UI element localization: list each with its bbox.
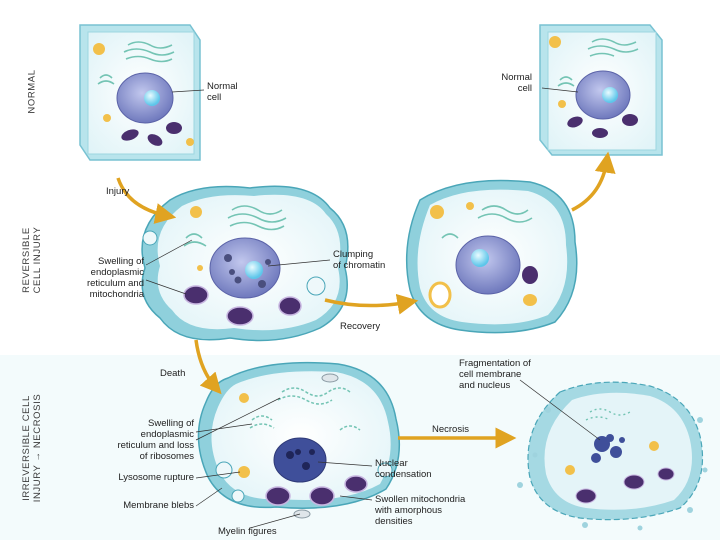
swollen-mitochondrion xyxy=(265,486,291,506)
arrow-injury xyxy=(116,177,177,224)
myelin-figure xyxy=(321,373,339,383)
mitochondrion xyxy=(522,266,538,284)
label-recovery: Recovery xyxy=(340,321,381,332)
mitochondrion xyxy=(622,114,638,126)
mitochondrion xyxy=(592,128,608,138)
lysosome xyxy=(238,466,250,478)
fragmented-nucleus xyxy=(591,434,625,463)
arrow-to-normal xyxy=(571,151,616,212)
nucleolus xyxy=(144,90,160,106)
swollen-mitochondrion xyxy=(183,285,209,305)
swollen-mitochondrion xyxy=(575,488,597,504)
swollen-mitochondrion xyxy=(278,296,302,316)
swollen-mitochondrion xyxy=(309,486,335,506)
swollen-cell xyxy=(141,185,349,342)
band-reversible xyxy=(0,175,720,355)
lipid-droplet xyxy=(466,202,474,210)
flow-arrows xyxy=(116,151,616,449)
lipid-droplet xyxy=(190,206,202,218)
lipid-droplet xyxy=(186,138,194,146)
membrane-bleb xyxy=(215,461,233,479)
er-network xyxy=(441,205,533,239)
lipid-droplet xyxy=(649,441,659,451)
swollen-er xyxy=(249,387,361,431)
er-network xyxy=(557,38,639,87)
swollen-mitochondrion xyxy=(623,474,645,490)
dying-cell xyxy=(197,361,401,519)
mitochondrion xyxy=(567,116,583,128)
label-death: Death xyxy=(160,368,186,379)
membrane-bleb xyxy=(377,462,393,478)
membrane-bleb xyxy=(306,276,326,296)
lipid-droplet xyxy=(565,465,575,475)
nucleus xyxy=(455,235,521,295)
lipid-droplet xyxy=(428,281,452,309)
lipid-droplet xyxy=(239,393,249,403)
label-lysosome: Lysosome rupture xyxy=(118,472,194,483)
label-injury: Injury xyxy=(106,186,130,197)
er-network xyxy=(97,41,175,85)
leader-lines xyxy=(145,87,601,529)
lipid-droplet xyxy=(197,265,203,271)
er-remnants xyxy=(585,408,631,421)
label-blebs: Membrane blebs xyxy=(123,500,194,511)
label-necrosis: Necrosis xyxy=(432,424,469,435)
swollen-mitochondrion xyxy=(344,475,368,493)
swollen-mitochondrion xyxy=(226,306,254,326)
membrane-bleb xyxy=(231,489,245,503)
mitochondrion xyxy=(166,122,182,134)
nucleolus xyxy=(245,261,263,279)
condensed-nucleus xyxy=(273,437,327,483)
lipid-droplet xyxy=(103,114,111,122)
lipid-droplet xyxy=(549,36,561,48)
nucleolus xyxy=(471,249,489,267)
swollen-er xyxy=(183,205,287,247)
chromatin-clumps xyxy=(224,254,271,288)
nucleolus xyxy=(602,87,618,103)
nucleus xyxy=(209,237,281,299)
lipid-droplet xyxy=(93,43,105,55)
necrotic-cell xyxy=(517,381,708,531)
condensed-chromatin xyxy=(286,449,315,470)
lipid-droplet xyxy=(558,100,566,108)
section-label-normal: NORMAL xyxy=(26,69,38,114)
recovering-cell xyxy=(405,179,578,334)
lipid-droplet xyxy=(430,205,444,219)
mitochondrion xyxy=(147,134,163,146)
lipid-droplet xyxy=(523,294,537,306)
membrane-bleb xyxy=(142,230,158,246)
swollen-mitochondrion xyxy=(657,467,675,481)
label-myelin: Myelin figures xyxy=(218,526,277,537)
arrow-recovery xyxy=(324,293,419,315)
mitochondrion xyxy=(121,129,139,141)
membrane-fragments xyxy=(517,407,708,531)
myelin-figure xyxy=(293,509,311,519)
normal-cell-1 xyxy=(79,24,201,161)
arrow-death xyxy=(194,339,222,395)
